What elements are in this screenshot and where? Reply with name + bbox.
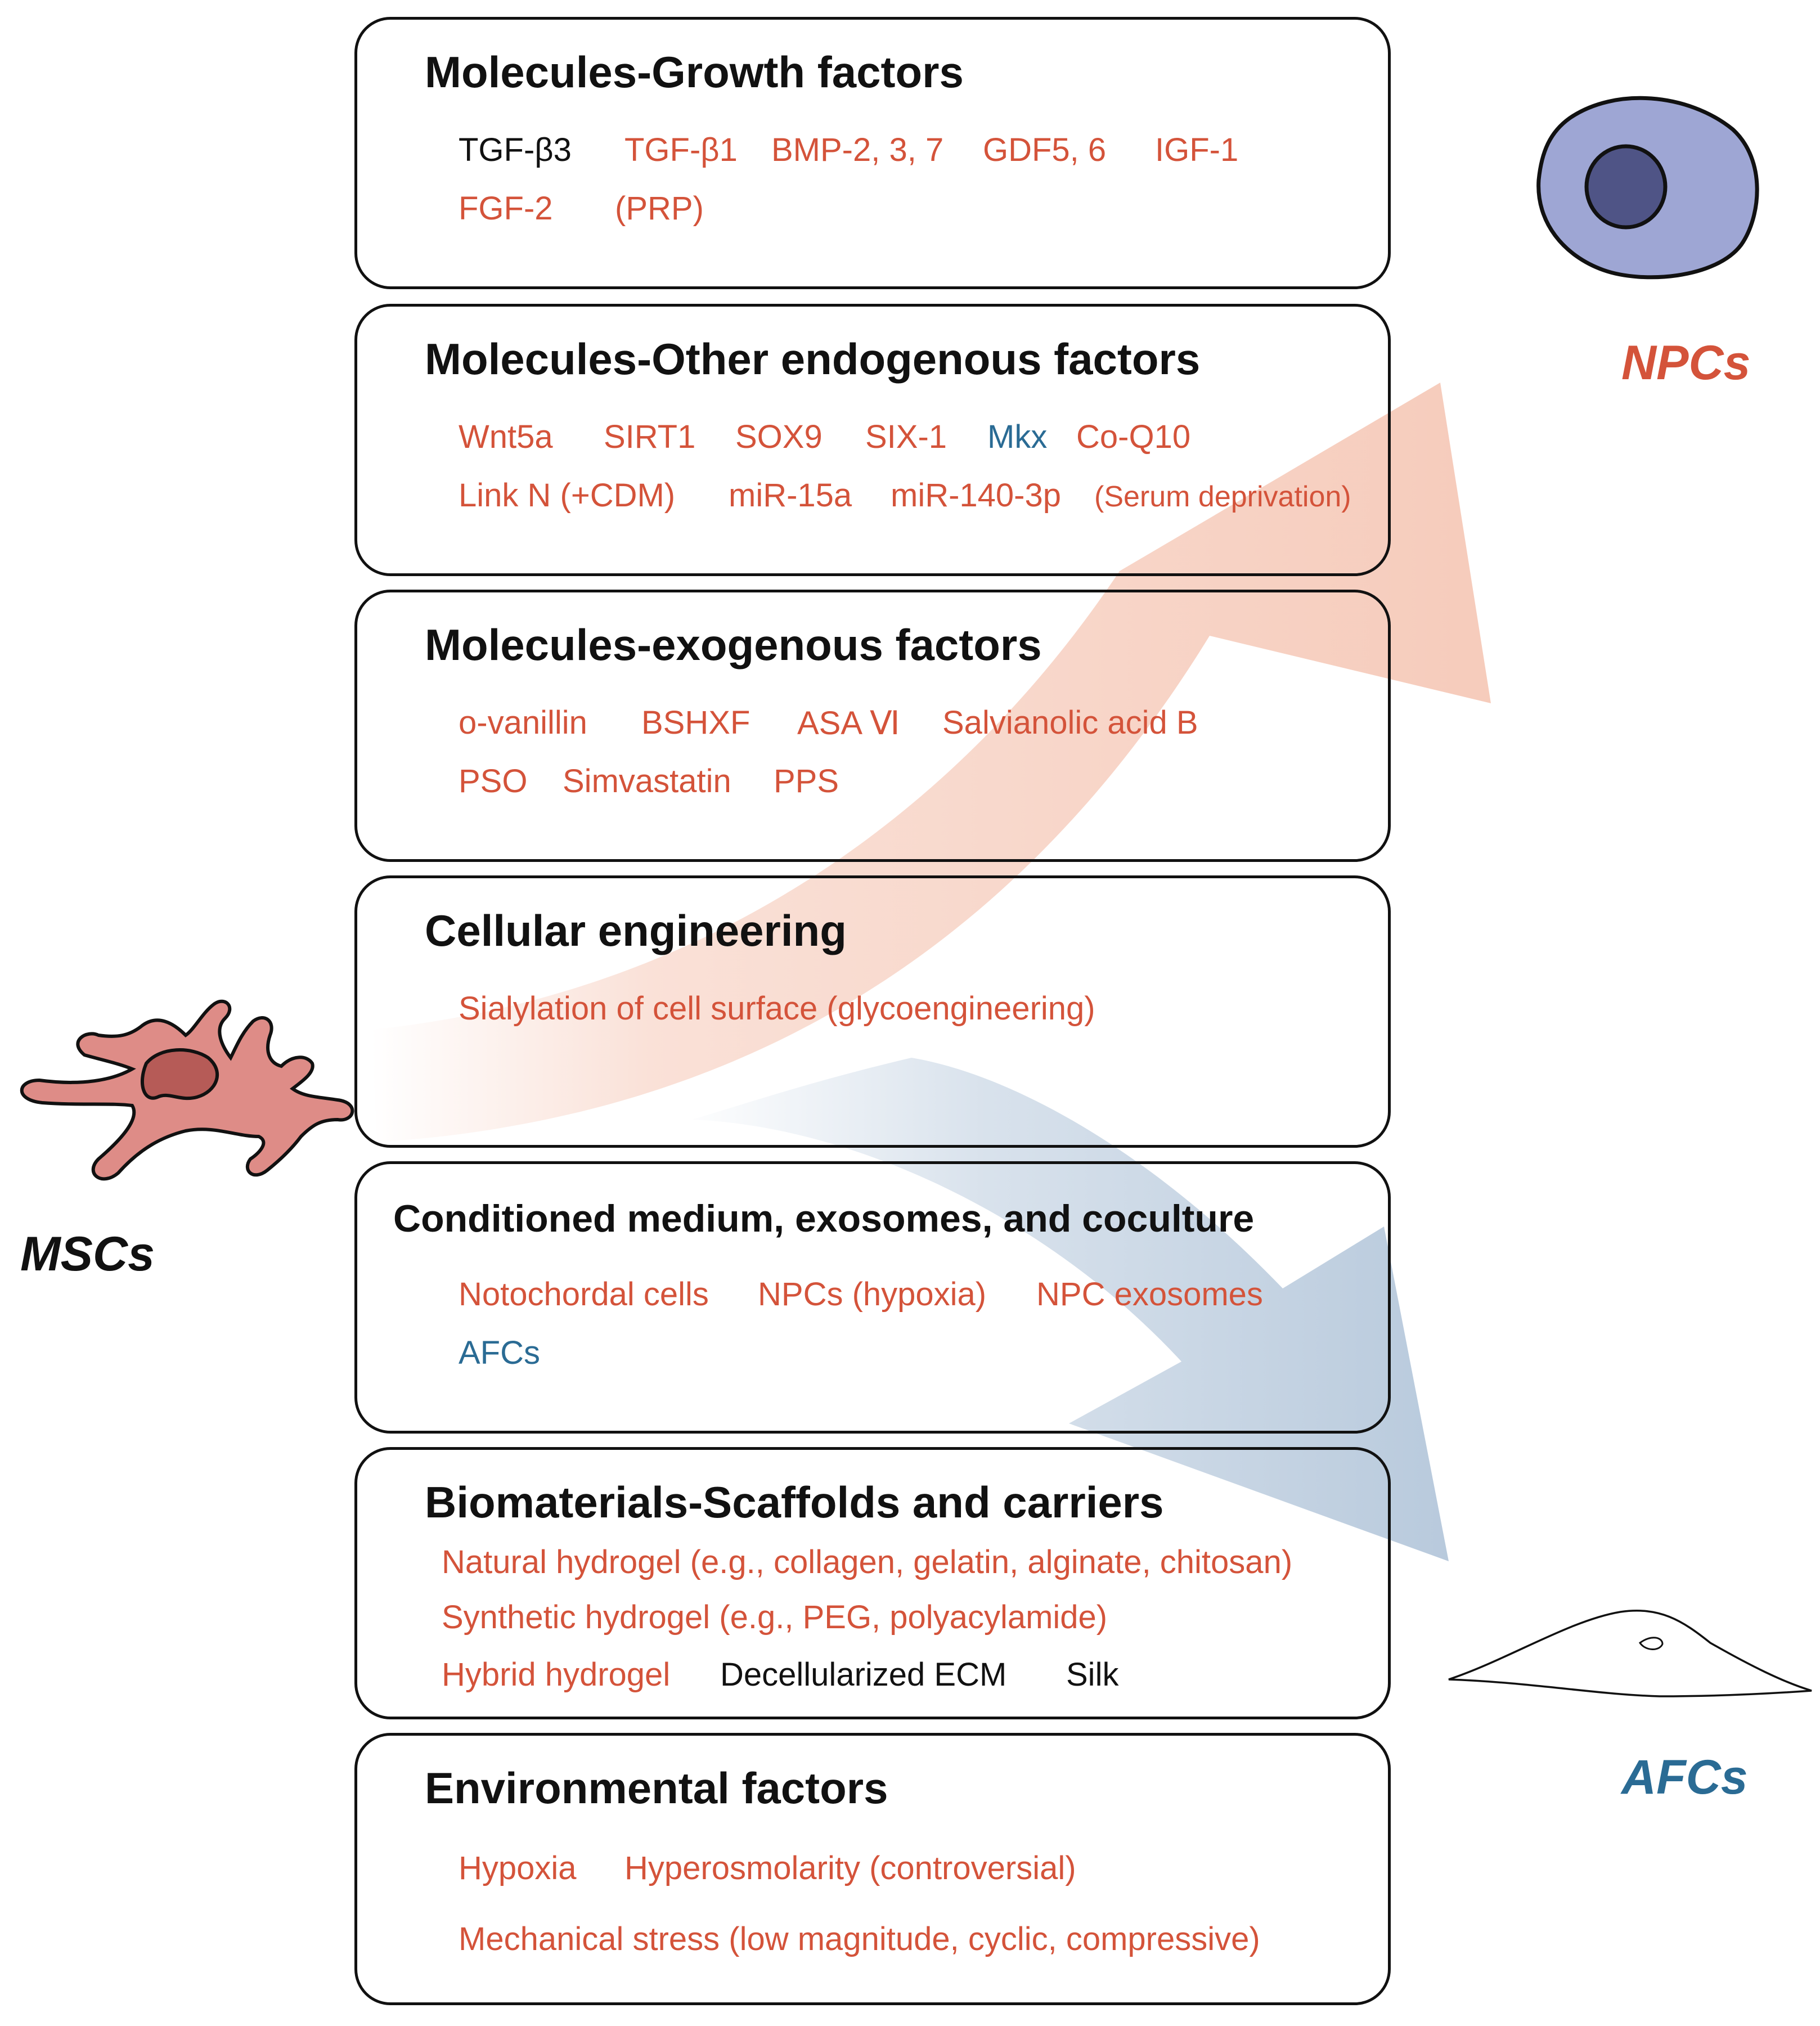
factor-item: TGF-β1 (624, 132, 738, 168)
box-title: Molecules-Growth factors (425, 47, 964, 97)
factor-item: Silk (1066, 1656, 1119, 1693)
box-title: Biomaterials-Scaffolds and carriers (425, 1477, 1164, 1527)
factor-item: PSO (459, 763, 528, 799)
cellular-engineering-box: Cellular engineering Sialylation of cell… (354, 875, 1391, 1148)
factor-item: AFCs (459, 1335, 540, 1371)
factor-item: Salvianolic acid B (942, 704, 1198, 741)
box-title: Environmental factors (425, 1763, 888, 1813)
factor-item: Natural hydrogel (e.g., collagen, gelati… (442, 1544, 1293, 1580)
factor-item: PPS (774, 763, 839, 799)
afc-cell-icon (1448, 1610, 1812, 1697)
factor-item: SIRT1 (604, 419, 696, 455)
factor-item: Hyperosmolarity (controversial) (624, 1850, 1076, 1886)
factor-item: Simvastatin (563, 763, 731, 799)
factor-item: miR-15a (729, 477, 852, 514)
factor-item: Mechanical stress (low magnitude, cyclic… (459, 1921, 1260, 1957)
factor-item: Hybrid hydrogel (442, 1656, 671, 1693)
factor-item: NPCs (hypoxia) (758, 1276, 987, 1313)
npc-differentiation-arrow (371, 383, 1491, 1142)
afc-label: AFCs (1621, 1750, 1748, 1804)
factor-item: o-vanillin (459, 704, 587, 741)
factor-item: miR-140-3p (891, 477, 1061, 514)
factor-item: Synthetic hydrogel (e.g., PEG, polyacyla… (442, 1599, 1108, 1636)
factor-item: Link N (+CDM) (459, 477, 676, 514)
box-title: Cellular engineering (425, 906, 847, 955)
exogenous-factors-box: Molecules-exogenous factors o-vanillin B… (354, 590, 1391, 862)
afc-differentiation-arrow (692, 1058, 1449, 1561)
factor-item: TGF-β3 (459, 132, 572, 168)
endogenous-factors-box: Molecules-Other endogenous factors Wnt5a… (354, 304, 1391, 576)
factor-item: Decellularized ECM (720, 1656, 1007, 1693)
factor-item: NPC exosomes (1036, 1276, 1263, 1313)
factor-item: Mkx (987, 419, 1048, 455)
factor-item: IGF-1 (1155, 132, 1239, 168)
factor-item: Co-Q10 (1076, 419, 1191, 455)
factor-item: GDF5, 6 (983, 132, 1107, 168)
box-title: Conditioned medium, exosomes, and cocult… (393, 1197, 1255, 1240)
factor-item: (PRP) (615, 190, 704, 227)
msc-cell-icon (20, 999, 354, 1181)
msc-label: MSCs (20, 1227, 155, 1281)
factor-item: FGF-2 (459, 190, 553, 227)
factor-item: Hypoxia (459, 1850, 577, 1886)
factor-item: (Serum deprivation) (1094, 480, 1351, 513)
growth-factors-box: Molecules-Growth factors TGF-β3 TGF-β1 B… (354, 17, 1391, 289)
conditioned-medium-box: Conditioned medium, exosomes, and cocult… (354, 1161, 1391, 1434)
factor-item: BMP-2, 3, 7 (771, 132, 944, 168)
biomaterials-box: Biomaterials-Scaffolds and carriers Natu… (354, 1447, 1391, 1719)
box-title: Molecules-exogenous factors (425, 620, 1042, 670)
factor-item: ASA Ⅵ (797, 705, 900, 742)
factor-item: BSHXF (641, 704, 751, 741)
factor-item: Wnt5a (459, 419, 553, 455)
factor-item: SIX-1 (865, 419, 947, 455)
factor-item: Sialylation of cell surface (glycoengine… (459, 990, 1095, 1027)
factor-item: SOX9 (735, 419, 823, 455)
npc-cell-icon (1536, 96, 1759, 280)
npc-label: NPCs (1621, 336, 1751, 390)
factor-item: Notochordal cells (459, 1276, 709, 1313)
box-title: Molecules-Other endogenous factors (425, 334, 1201, 384)
environmental-factors-box: Environmental factors Hypoxia Hyperosmol… (354, 1733, 1391, 2005)
